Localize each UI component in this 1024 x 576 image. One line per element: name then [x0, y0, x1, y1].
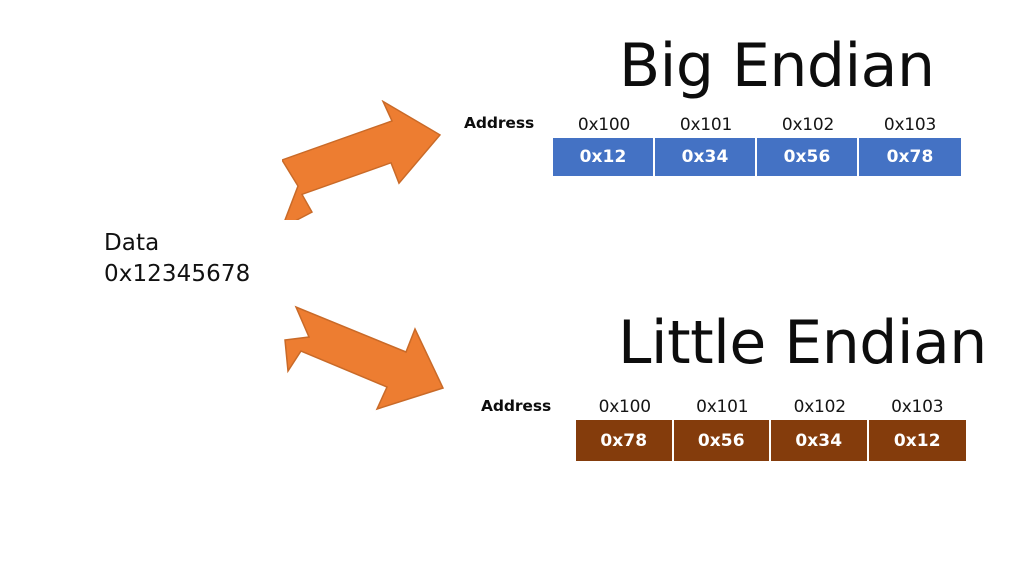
little-endian-address-row: 0x100 0x101 0x102 0x103: [576, 394, 966, 420]
byte-cell: 0x56: [673, 420, 771, 461]
address-cell: 0x103: [883, 115, 937, 135]
big-endian-byte-row: 0x12 0x34 0x56 0x78: [553, 138, 961, 176]
big-endian-memory-table: 0x100 0x101 0x102 0x103 0x12 0x34 0x56 0…: [553, 112, 961, 176]
source-data-caption: Data: [104, 230, 160, 256]
address-cell: 0x103: [891, 397, 944, 417]
source-data-block: Data 0x12345678: [104, 228, 250, 290]
byte-cell: 0x78: [576, 420, 674, 461]
little-endian-memory-table: 0x100 0x101 0x102 0x103 0x78 0x56 0x34 0…: [576, 394, 966, 461]
striped-right-arrow-up-icon: [282, 100, 442, 220]
big-endian-address-row: 0x100 0x101 0x102 0x103: [553, 112, 961, 138]
byte-cell: 0x12: [868, 420, 966, 461]
byte-cell: 0x78: [859, 138, 961, 176]
address-cell: 0x100: [598, 397, 652, 417]
big-endian-title: Big Endian: [619, 31, 935, 101]
source-data-value: 0x12345678: [104, 261, 251, 287]
address-cell: 0x102: [793, 397, 847, 417]
striped-right-arrow-down-icon: [284, 305, 445, 411]
address-cell: 0x101: [679, 115, 733, 135]
byte-cell: 0x56: [757, 138, 859, 176]
byte-cell: 0x12: [553, 138, 655, 176]
big-endian-address-label: Address: [464, 114, 535, 132]
little-endian-title: Little Endian: [618, 308, 987, 378]
byte-cell: 0x34: [771, 420, 869, 461]
byte-cell: 0x34: [655, 138, 757, 176]
address-cell: 0x102: [781, 115, 835, 135]
address-cell: 0x101: [696, 397, 749, 417]
address-cell: 0x100: [577, 115, 631, 135]
little-endian-address-label: Address: [481, 397, 552, 415]
little-endian-byte-row: 0x78 0x56 0x34 0x12: [576, 420, 966, 461]
